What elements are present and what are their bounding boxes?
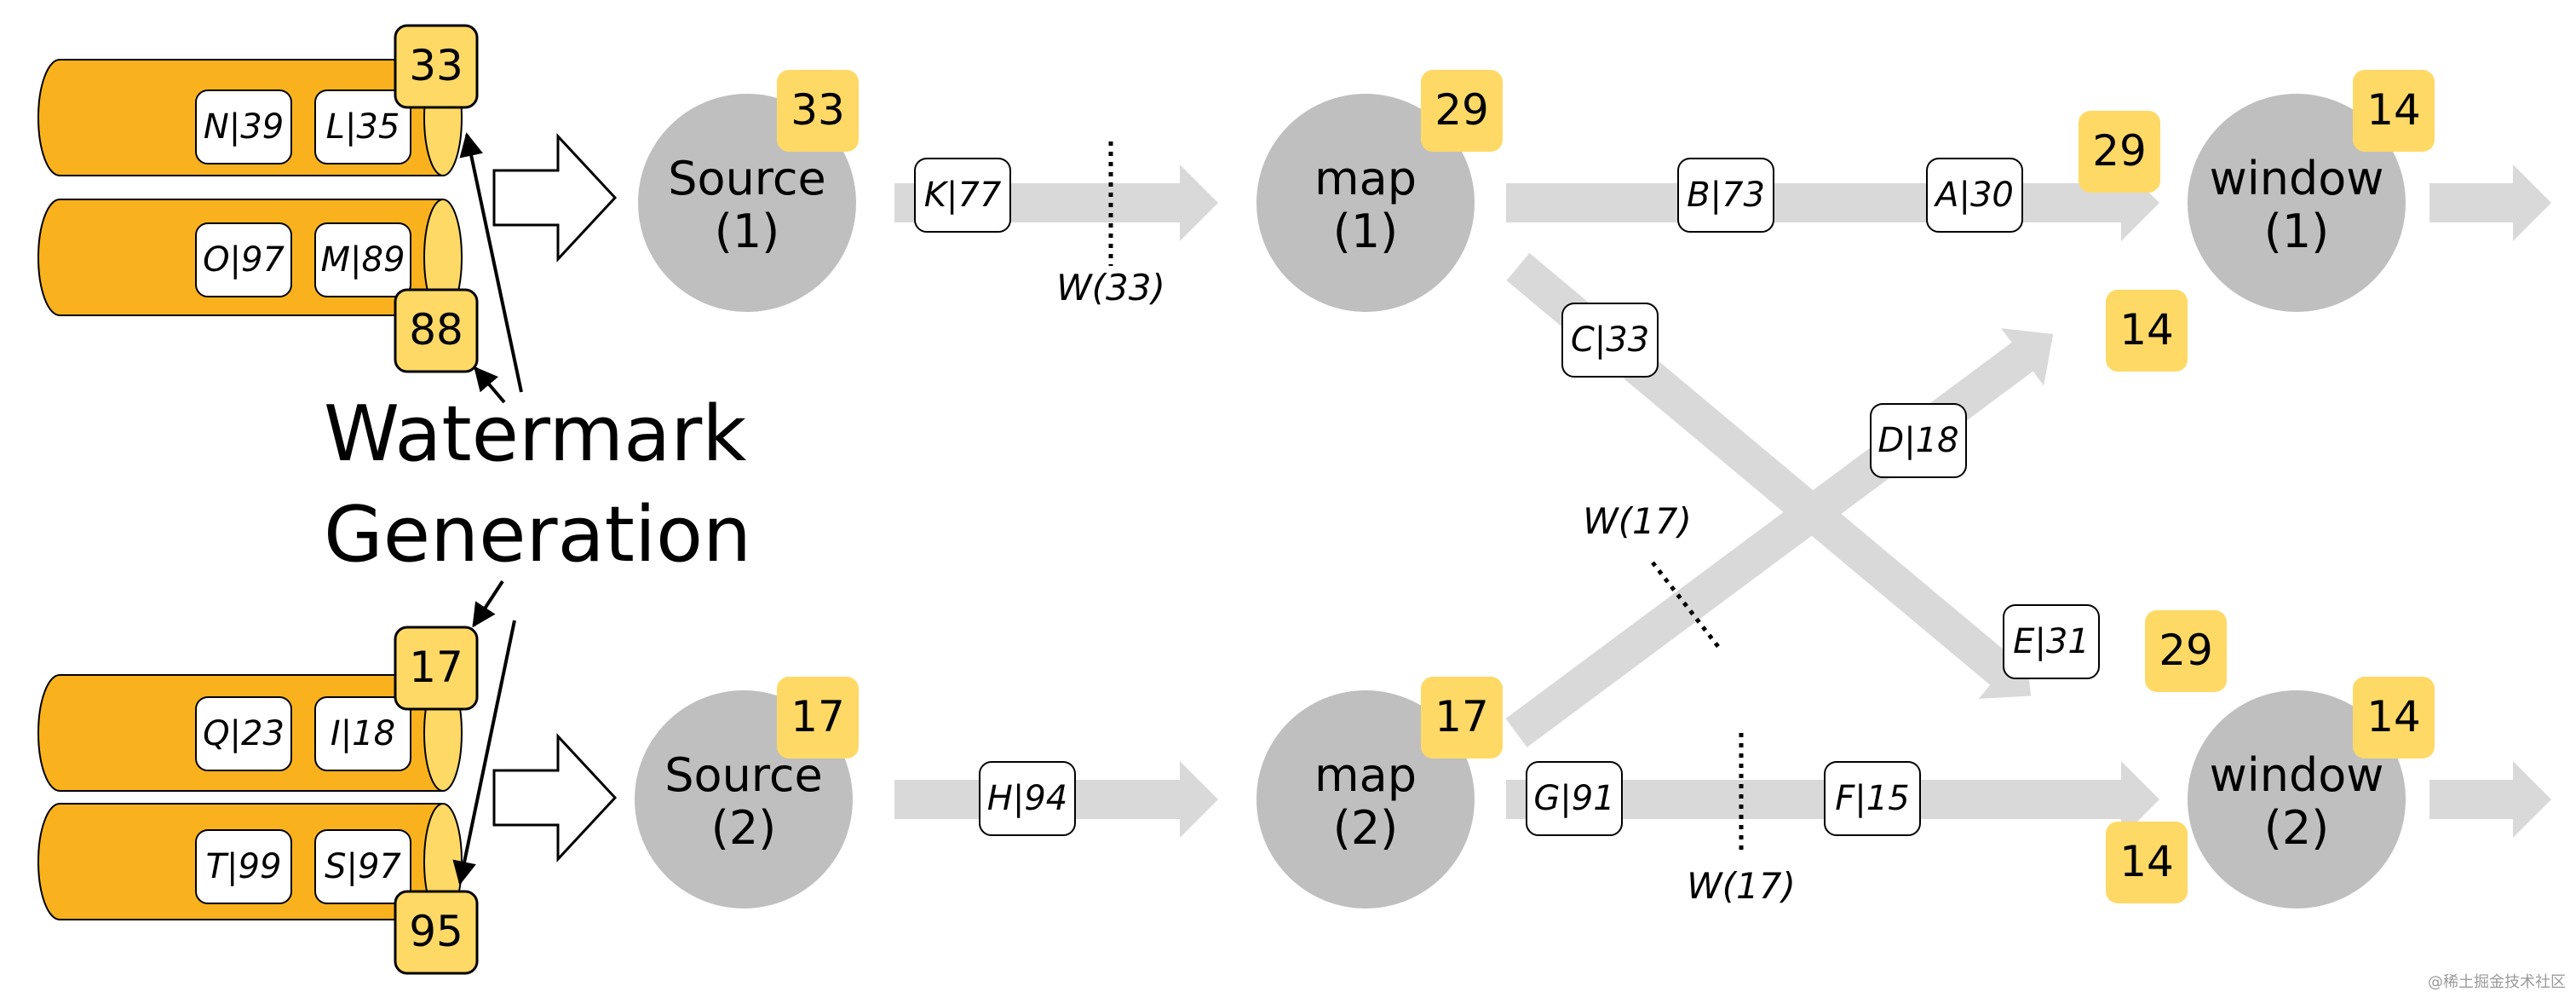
arrow-window2-out [2429, 761, 2551, 838]
event-box: B|73 [1677, 158, 1774, 233]
svg-text:14: 14 [2119, 837, 2174, 886]
svg-text:(1): (1) [2264, 205, 2330, 258]
partitions: N|39 L|35 O|97 M|89 Q|23 I|18 T|99 S|97 [37, 59, 463, 920]
svg-text:G|91: G|91 [1533, 779, 1614, 818]
partition-watermark-badge: 33 [394, 24, 479, 109]
partition-watermark-badge: 88 [394, 288, 479, 373]
record-box: Q|23 [195, 696, 292, 771]
svg-text:95: 95 [409, 907, 463, 956]
channel-badge-map2-window2: 14 [2106, 822, 2188, 903]
svg-text:K|77: K|77 [924, 176, 1002, 215]
partition-watermark-badge: 17 [394, 626, 479, 711]
svg-text:H|94: H|94 [987, 779, 1067, 818]
node-map1: map (1) 29 [1256, 70, 1503, 312]
record-label: N|39 [204, 107, 284, 147]
record-label: O|97 [203, 240, 285, 280]
event-box: E|31 [2003, 604, 2100, 679]
node-source1: Source (1) 33 [638, 70, 859, 312]
node-watermark-badge: 33 [791, 85, 845, 135]
record-box: M|89 [314, 222, 411, 297]
generation-pointer-arrows [452, 132, 523, 886]
partition-watermarks: 33 88 17 95 [394, 24, 479, 975]
svg-text:17: 17 [409, 643, 463, 692]
record-label: L|35 [326, 107, 400, 147]
svg-text:88: 88 [409, 305, 463, 355]
svg-text:29: 29 [2159, 626, 2213, 675]
node-window2: window (2) 14 [2188, 677, 2435, 909]
channel-badge-map2-window1: 14 [2106, 290, 2188, 372]
svg-text:A|30: A|30 [1933, 176, 2014, 215]
diagram-title-line2: Generation [324, 490, 751, 580]
event-box: A|30 [1926, 158, 2023, 233]
node-window1: window (1) 14 [2188, 70, 2435, 312]
node-watermark-badge: 17 [1435, 692, 1489, 741]
node-watermark-badge: 29 [1435, 85, 1489, 135]
event-box: F|15 [1824, 761, 1921, 836]
record-box: T|99 [195, 829, 292, 904]
watermark-label: W(33) [1056, 267, 1165, 309]
record-label: Q|23 [203, 714, 285, 753]
node-watermark-badge: 14 [2366, 692, 2421, 741]
record-box: S|97 [314, 829, 411, 904]
svg-text:map: map [1314, 748, 1417, 802]
watermark-line [1651, 561, 1721, 649]
node-watermark-badge: 14 [2366, 85, 2421, 135]
hollow-arrow-partitions-source1 [492, 133, 618, 262]
svg-text:F|15: F|15 [1835, 779, 1909, 818]
svg-text:14: 14 [2119, 305, 2174, 355]
svg-text:window: window [2210, 152, 2384, 205]
record-box: L|35 [314, 89, 411, 164]
site-watermark: @稀土掘金技术社区 [2428, 973, 2566, 991]
svg-text:(2): (2) [1333, 801, 1399, 855]
svg-text:(1): (1) [715, 205, 780, 258]
channel-watermarks: 29 14 29 14 [2079, 111, 2227, 903]
svg-text:E|31: E|31 [2013, 622, 2090, 661]
arrow-map1-window1 [1506, 164, 2159, 241]
node-watermark-badge: 17 [791, 692, 845, 741]
event-boxes: K|77 H|94 B|73 A|30 C|33 D|18 E|31 G|91 [914, 158, 2100, 836]
event-box: G|91 [1526, 761, 1623, 836]
svg-text:(2): (2) [711, 801, 777, 855]
record-box: N|39 [195, 89, 292, 164]
svg-text:C|33: C|33 [1571, 320, 1649, 360]
partition-watermark-badge: 95 [394, 890, 479, 975]
svg-text:window: window [2210, 748, 2384, 802]
event-box: D|18 [1870, 403, 1967, 478]
svg-text:29: 29 [2092, 126, 2147, 176]
event-box: H|94 [979, 761, 1076, 836]
node-map2: map (2) 17 [1256, 677, 1503, 909]
watermark-label: W(17) [1583, 500, 1692, 542]
svg-text:(1): (1) [1333, 205, 1399, 258]
svg-text:33: 33 [409, 41, 463, 90]
svg-text:map: map [1314, 152, 1417, 205]
channel-badge-map1-window1: 29 [2079, 111, 2160, 193]
svg-text:(2): (2) [2264, 801, 2330, 855]
watermark-markers: W(33) W(17) W(17) [1056, 141, 1796, 907]
event-box: C|33 [1561, 303, 1659, 378]
svg-text:B|73: B|73 [1687, 176, 1765, 215]
hollow-arrow-partitions-source2 [492, 733, 618, 862]
watermark-label: W(17) [1687, 865, 1796, 907]
record-label: T|99 [206, 847, 282, 886]
record-box: I|18 [314, 696, 411, 771]
record-label: M|89 [321, 240, 405, 280]
diagram-title-line1: Watermark [324, 389, 746, 479]
event-box: K|77 [914, 158, 1011, 233]
record-label: S|97 [325, 847, 401, 886]
svg-text:Source: Source [668, 152, 825, 205]
node-source2: Source (2) 17 [635, 677, 859, 909]
record-box: O|97 [195, 222, 292, 297]
record-label: I|18 [331, 714, 395, 753]
svg-text:D|18: D|18 [1877, 421, 1958, 460]
operator-nodes: Source (1) 33 Source (2) 17 map (1) 29 m… [635, 70, 2435, 909]
arrow-window1-out [2429, 164, 2551, 241]
channel-badge-map1-window2: 29 [2145, 610, 2227, 692]
